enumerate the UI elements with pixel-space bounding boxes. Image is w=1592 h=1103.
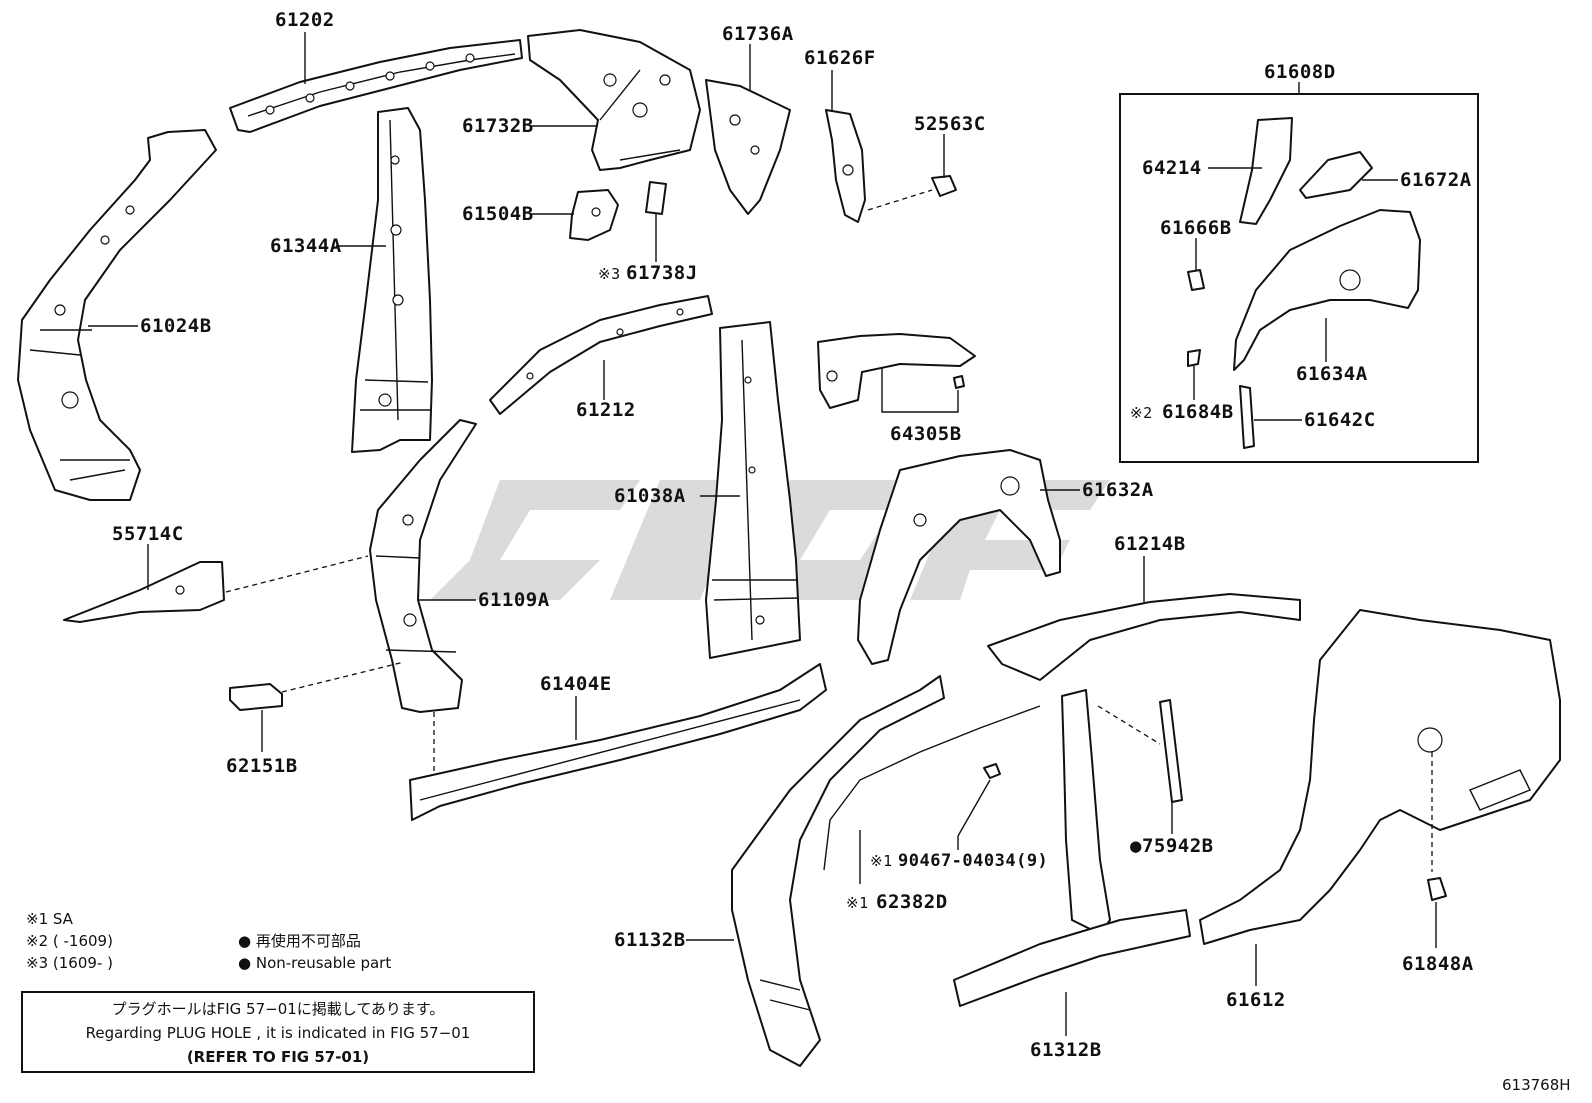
part-61666B[interactable] [1187,269,1205,291]
callout-61608D[interactable]: 61608D [1264,61,1336,83]
callout-61732B[interactable]: 61732B [462,115,534,137]
callout-61344A[interactable]: 61344A [270,235,342,257]
part-61684B[interactable] [1187,349,1201,367]
callout-61684B-mark: ※2 [1130,404,1153,422]
dash-75942B [1097,705,1161,745]
part-61404E-rocker[interactable] [409,663,827,821]
reference-line-en: Regarding PLUG HOLE , it is indicated in… [86,1024,471,1042]
part-61634A-wheel-house-inner[interactable] [1233,209,1421,371]
reference-line-jp: プラグホールはFIG 57−01に掲載してあります。 [112,1000,445,1018]
callout-61672A[interactable]: 61672A [1400,169,1472,191]
callout-52563C[interactable]: 52563C [914,113,986,135]
part-61504B-bracket[interactable] [569,189,619,241]
callout-61504B[interactable]: 61504B [462,203,534,225]
callout-55714C[interactable]: 55714C [112,523,184,545]
part-61848A-cap[interactable] [1427,877,1447,901]
part-61732B-quarter-inner[interactable] [527,29,701,171]
part-61642C[interactable] [1239,385,1255,449]
leader-64305B [881,368,959,413]
part-64214[interactable] [1239,117,1293,225]
callout-90467[interactable]: 90467-04034(9) [898,851,1048,871]
callout-61666B[interactable]: 61666B [1160,217,1232,239]
part-75942B-moulding[interactable] [1159,699,1183,803]
callout-61404E[interactable]: 61404E [540,673,612,695]
callout-61738J[interactable]: 61738J [626,262,698,284]
callout-61132B[interactable]: 61132B [614,929,686,951]
part-61344A-pillar-inner[interactable] [351,107,433,453]
callout-61848A[interactable]: 61848A [1402,953,1474,975]
callout-61202[interactable]: 61202 [275,9,335,31]
part-61632A-wheel-house[interactable] [857,449,1061,665]
reference-box: プラグホールはFIG 57−01に掲載してあります。 Regarding PLU… [21,991,535,1073]
callout-64305B[interactable]: 64305B [890,423,962,445]
callout-61642C[interactable]: 61642C [1304,409,1376,431]
callout-61038A[interactable]: 61038A [614,485,686,507]
callout-61632A[interactable]: 61632A [1082,479,1154,501]
group-box-61608D [1119,82,1479,463]
callout-61612[interactable]: 61612 [1226,989,1286,1011]
callout-64214[interactable]: 64214 [1142,157,1202,179]
part-90467-clip[interactable] [983,763,1001,779]
callout-61109A[interactable]: 61109A [478,589,550,611]
part-61024B-front-pillar[interactable] [17,129,217,501]
legend-bullet-jp: ● 再使用不可部品 [238,932,361,950]
callout-61684B[interactable]: 61684B [1162,401,1234,423]
part-61672A[interactable] [1299,151,1373,199]
part-61212-rail[interactable] [489,295,713,415]
legend-note-1: ※1 SA [26,910,74,928]
part-55714C[interactable] [63,561,225,623]
callout-61212[interactable]: 61212 [576,399,636,421]
callout-61736A[interactable]: 61736A [722,23,794,45]
part-61312B-rocker-outer[interactable] [953,909,1191,1007]
legend-bullet-en: ● Non-reusable part [238,954,391,972]
part-61736A-extension[interactable] [705,79,791,215]
part-61738J-reinforcement[interactable] [645,181,667,215]
callout-61738J-mark: ※3 [598,265,621,283]
part-61214B-roof-side-outer[interactable] [987,593,1301,681]
part-61626F-gusset[interactable] [825,109,866,223]
callout-62382D-mark: ※1 [846,894,869,912]
callout-61214B[interactable]: 61214B [1114,533,1186,555]
callout-61024B[interactable]: 61024B [140,315,212,337]
callout-61312B[interactable]: 61312B [1030,1039,1102,1061]
figure-code: 613768H [1502,1076,1571,1094]
part-61132B-front-body-side[interactable] [731,675,945,1067]
callout-61634A[interactable]: 61634A [1296,363,1368,385]
part-61202-roof-side-rail[interactable] [229,39,523,133]
reference-line-ref: (REFER TO FIG 57-01) [187,1048,369,1066]
dash-52563C [867,189,933,211]
legend-note-3: ※3 (1609- ) [26,954,113,972]
legend-note-2: ※2 ( -1609) [26,932,113,950]
part-64305B-panel[interactable] [817,333,976,409]
callout-90467-mark: ※1 [870,852,893,870]
part-center-pillar-outer[interactable] [1061,689,1111,935]
dash-55714C [225,555,369,593]
part-62151B-pad[interactable] [229,683,283,711]
leader-90467 [957,779,991,837]
part-61612-quarter-panel[interactable] [1199,609,1561,945]
part-61038A-center-pillar[interactable] [705,321,801,659]
part-62382D-weatherstrip[interactable] [823,705,1041,871]
part-52563C-clip[interactable] [931,175,957,197]
callout-62382D[interactable]: 62382D [876,891,948,913]
callout-75942B[interactable]: ●75942B [1130,835,1214,857]
callout-62151B[interactable]: 62151B [226,755,298,777]
dash-62151B [281,661,405,693]
part-61109A-pillar-lower[interactable] [369,419,477,713]
callout-61626F[interactable]: 61626F [804,47,876,69]
